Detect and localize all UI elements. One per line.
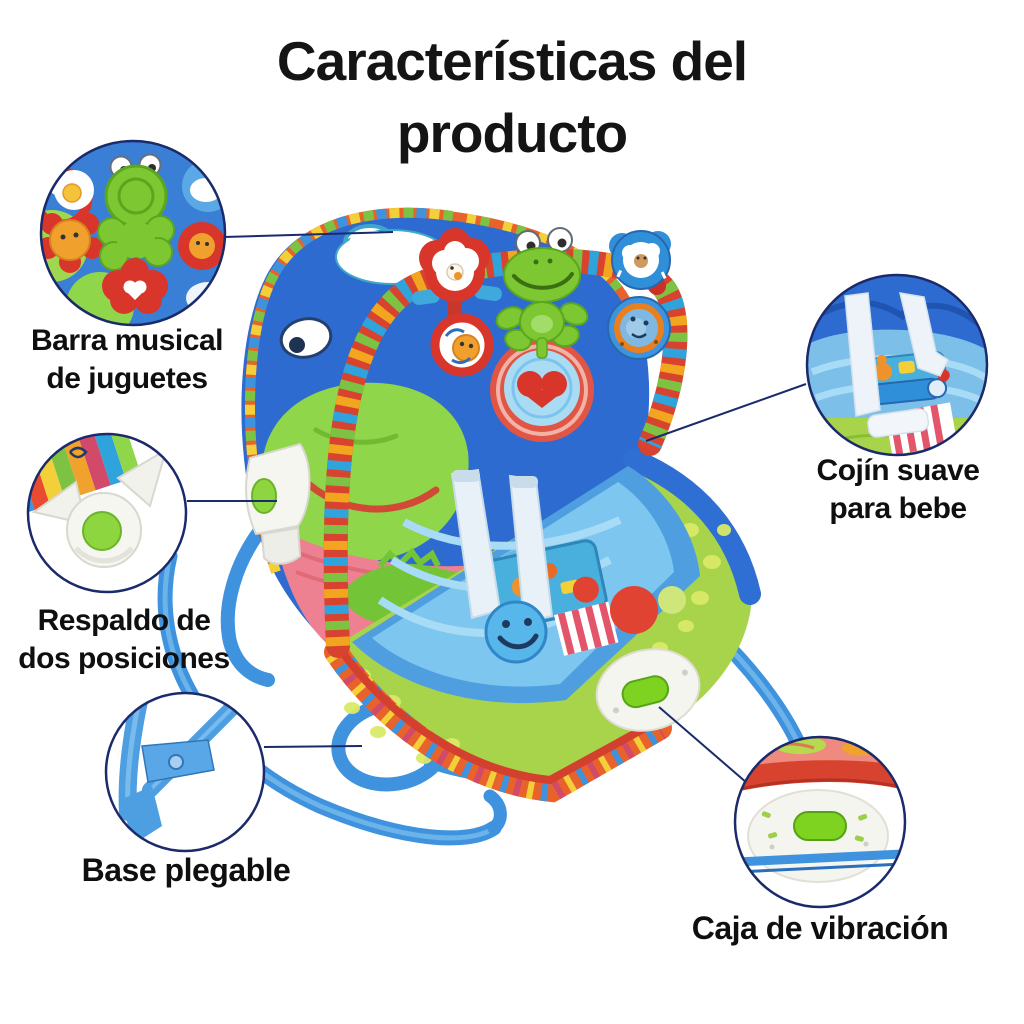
zoom-circle-backrest-knob [26,432,188,594]
zoom-circle-toy-bar [39,139,227,327]
red-dot-applique [610,586,658,634]
callout-label-line: Cojín suave [816,454,980,487]
callout-label-line: Base plegable [81,852,291,888]
smiley-applique [484,600,548,664]
page-title-line: Características del [276,30,748,92]
callout-label-vibration-box: Caja de vibración [640,908,1000,949]
callout-label-soft-cushion: Cojín suave para bebe [758,452,1024,529]
vibration-box [595,648,701,732]
toy-moon [607,230,671,360]
connector-soft-cushion [645,383,807,442]
striped-patch [553,601,619,656]
connector-foldable-base [263,745,363,748]
callout-label-line: Barra musical [31,324,223,357]
cloud-applique [335,224,449,285]
callout-label-line: de juguetes [46,362,208,396]
connector-lines [187,231,807,784]
zoom-circle-foldable-base [104,691,266,853]
page-title-line: producto [396,101,628,164]
seat-straps [450,468,554,624]
callout-label-line: Caja de vibración [691,910,949,946]
connector-toy-bar [223,231,394,238]
frog-face-applique [261,382,469,563]
callout-label-toy-bar: Barra musical de juguetes [0,322,254,399]
frog-eye-applique [279,317,333,359]
toy-red-rattle [412,228,502,377]
toy-frog [495,227,589,359]
recline-knob [245,442,311,565]
callout-label-backrest: Respaldo de dos posiciones [0,602,264,679]
swirl-circle-applique [490,338,594,442]
connector-vibration-box [658,706,748,784]
callout-label-line: para bebe [829,492,967,526]
callout-label-line: dos posiciones [18,642,230,676]
zoom-circle-vibration-box [733,735,907,909]
page-title: Características del producto [0,26,1024,169]
callout-label-line: Respaldo de [37,604,211,637]
zoom-circle-soft-cushion [805,273,989,457]
rocker-chair [157,207,817,846]
callout-label-foldable-base: Base plegable [26,850,346,891]
